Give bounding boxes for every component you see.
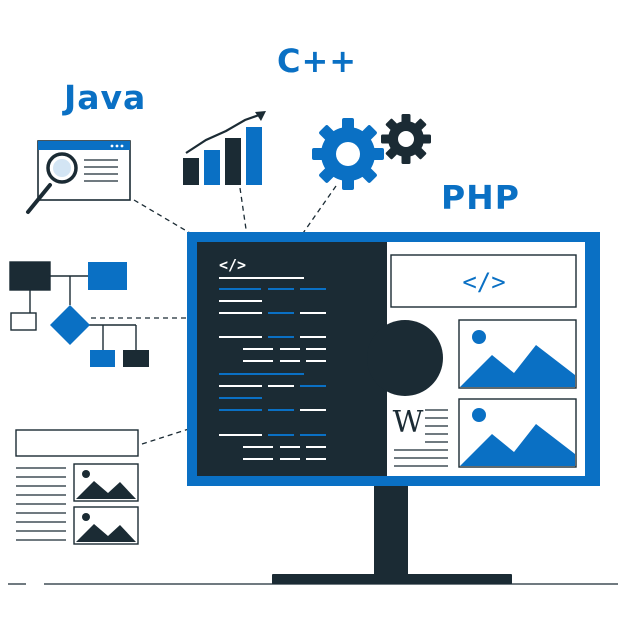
connector-document bbox=[141, 427, 193, 445]
document-icon bbox=[15, 429, 139, 545]
image-thumb-icon bbox=[73, 463, 139, 502]
preview-code-tag: </> bbox=[462, 268, 505, 296]
wordpress-glyph: W bbox=[393, 405, 424, 440]
image-placeholder-icon bbox=[458, 398, 577, 468]
cpp-label: C++ bbox=[277, 42, 358, 80]
trend-arrow-icon bbox=[255, 111, 266, 121]
small-gear-icon bbox=[381, 114, 431, 164]
editor-code-tag: </> bbox=[219, 256, 246, 274]
flowchart-icon bbox=[9, 261, 149, 367]
php-label: PHP bbox=[441, 178, 520, 217]
java-label: Java bbox=[64, 78, 147, 117]
image-thumb-icon bbox=[73, 506, 139, 545]
search-icon bbox=[46, 152, 78, 184]
connector-gears bbox=[300, 185, 337, 237]
gear-icon bbox=[312, 118, 384, 190]
monitor-stand bbox=[272, 481, 512, 584]
magnifier-handle bbox=[26, 183, 52, 214]
code-lines bbox=[219, 277, 326, 460]
preview-header-box: </> bbox=[390, 254, 577, 308]
connector-search bbox=[133, 199, 191, 234]
connector-chart bbox=[239, 187, 248, 237]
dashed-connectors bbox=[91, 185, 337, 445]
preview-text-lines bbox=[394, 409, 448, 467]
image-placeholder-icon bbox=[458, 319, 577, 389]
preview-circle-graphic bbox=[367, 320, 443, 396]
search-window-icon bbox=[26, 140, 131, 214]
bar-chart-icon bbox=[183, 111, 266, 185]
code-editor-pane bbox=[197, 242, 387, 476]
